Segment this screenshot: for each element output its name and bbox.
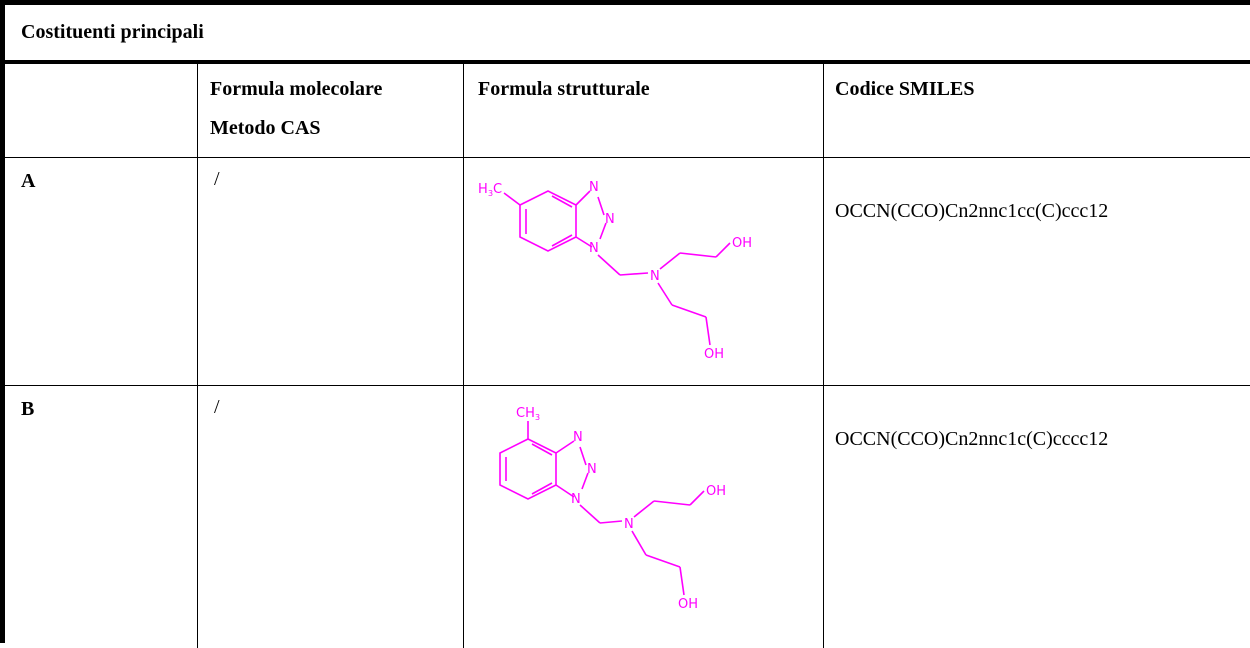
svg-text:N: N bbox=[605, 212, 615, 227]
col-rule-2 bbox=[463, 64, 464, 648]
svg-text:OH: OH bbox=[678, 597, 698, 612]
header-metodo-cas: Metodo CAS bbox=[210, 117, 321, 139]
svg-text:N: N bbox=[650, 269, 660, 284]
svg-text:3: 3 bbox=[488, 189, 493, 198]
row-b-label: B bbox=[21, 398, 35, 420]
row-a-smiles: OCCN(CCO)Cn2nnc1cc(C)ccc12 bbox=[835, 200, 1109, 222]
svg-text:N: N bbox=[589, 241, 599, 256]
header-formula-molecolare: Formula molecolare bbox=[210, 78, 383, 100]
svg-text:N: N bbox=[589, 180, 599, 195]
svg-text:N: N bbox=[571, 492, 581, 507]
svg-text:N: N bbox=[624, 517, 634, 532]
rule-under-row-a bbox=[5, 385, 1250, 386]
header-formula-strutturale: Formula strutturale bbox=[478, 78, 650, 100]
svg-text:N: N bbox=[573, 430, 583, 445]
row-b-smiles: OCCN(CCO)Cn2nnc1c(C)cccc12 bbox=[835, 428, 1109, 450]
rule-under-title bbox=[5, 60, 1250, 64]
row-a-label: A bbox=[21, 170, 36, 192]
table-title: Costituenti principali bbox=[21, 21, 204, 43]
row-a-formula: / bbox=[214, 168, 220, 190]
rule-under-header bbox=[5, 157, 1250, 158]
row-a-structure: H 3 C N N N N OH OH bbox=[478, 180, 752, 362]
svg-text:OH: OH bbox=[732, 236, 752, 251]
svg-text:OH: OH bbox=[704, 347, 724, 362]
svg-text:H: H bbox=[478, 182, 488, 197]
col-rule-1 bbox=[197, 64, 198, 648]
svg-text:3: 3 bbox=[535, 413, 540, 422]
svg-text:OH: OH bbox=[706, 484, 726, 499]
col-rule-3 bbox=[823, 64, 824, 648]
svg-text:CH: CH bbox=[516, 406, 535, 421]
svg-text:N: N bbox=[587, 462, 597, 477]
row-b-formula: / bbox=[214, 396, 220, 418]
row-b-structure: CH 3 N N N N OH OH bbox=[499, 406, 726, 612]
svg-text:C: C bbox=[493, 182, 502, 197]
header-codice-smiles: Codice SMILES bbox=[835, 78, 975, 100]
